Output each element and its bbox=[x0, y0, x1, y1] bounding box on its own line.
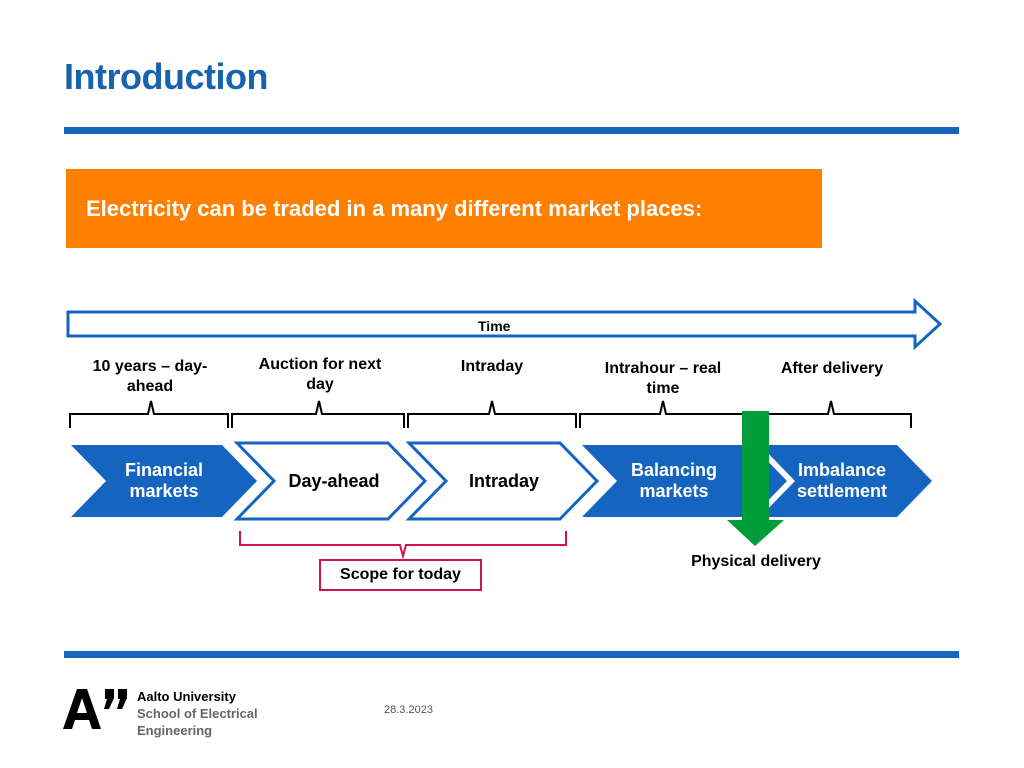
chevron-label-imbalance: Imbalance settlement bbox=[796, 460, 888, 501]
footer-date: 28.3.2023 bbox=[384, 704, 433, 716]
chevron-intraday bbox=[405, 441, 600, 521]
chevron-balancing-markets bbox=[582, 445, 787, 517]
bracket-2 bbox=[231, 400, 405, 428]
chevron-label-day-ahead: Day-ahead bbox=[288, 470, 380, 491]
chevron-financial-markets bbox=[71, 445, 257, 517]
bracket-4 bbox=[579, 400, 745, 428]
banner-text: Electricity can be traded in a many diff… bbox=[86, 195, 703, 221]
chevron-label-financial: Financial markets bbox=[124, 460, 204, 501]
period-label-intraday: Intraday bbox=[460, 358, 524, 375]
time-arrow bbox=[66, 297, 943, 351]
physical-delivery-label: Physical delivery bbox=[691, 553, 821, 570]
aalto-logo-mark bbox=[63, 689, 127, 729]
time-label: Time bbox=[478, 318, 511, 334]
logo-line-2: School of Electrical bbox=[137, 706, 258, 721]
period-label-long-term: 10 years – day-ahead bbox=[92, 358, 208, 395]
bottom-divider bbox=[64, 651, 959, 658]
chevron-label-balancing: Balancing markets bbox=[630, 460, 718, 501]
scope-bracket bbox=[239, 531, 567, 560]
chevron-label-intraday: Intraday bbox=[468, 470, 540, 491]
physical-delivery-arrow bbox=[727, 411, 784, 546]
scope-box: Scope for today bbox=[319, 559, 482, 591]
bracket-5 bbox=[755, 400, 912, 428]
period-label-intrahour: Intrahour – real time bbox=[604, 360, 722, 397]
page-title: Introduction bbox=[64, 56, 268, 97]
intro-banner: Electricity can be traded in a many diff… bbox=[66, 169, 822, 248]
scope-label: Scope for today bbox=[340, 566, 461, 583]
top-divider bbox=[64, 127, 959, 134]
chevron-day-ahead bbox=[233, 441, 428, 521]
bracket-1 bbox=[69, 400, 229, 428]
chevron-imbalance-settlement bbox=[760, 445, 932, 517]
period-label-auction: Auction for next day bbox=[258, 356, 382, 393]
period-label-after-delivery: After delivery bbox=[780, 360, 884, 377]
bracket-3 bbox=[407, 400, 577, 428]
period-brackets bbox=[69, 400, 912, 428]
logo-line-3: Engineering bbox=[137, 723, 213, 738]
logo-line-1: Aalto University bbox=[137, 689, 236, 704]
aalto-logo-text: Aalto University School of Electrical En… bbox=[137, 688, 258, 739]
